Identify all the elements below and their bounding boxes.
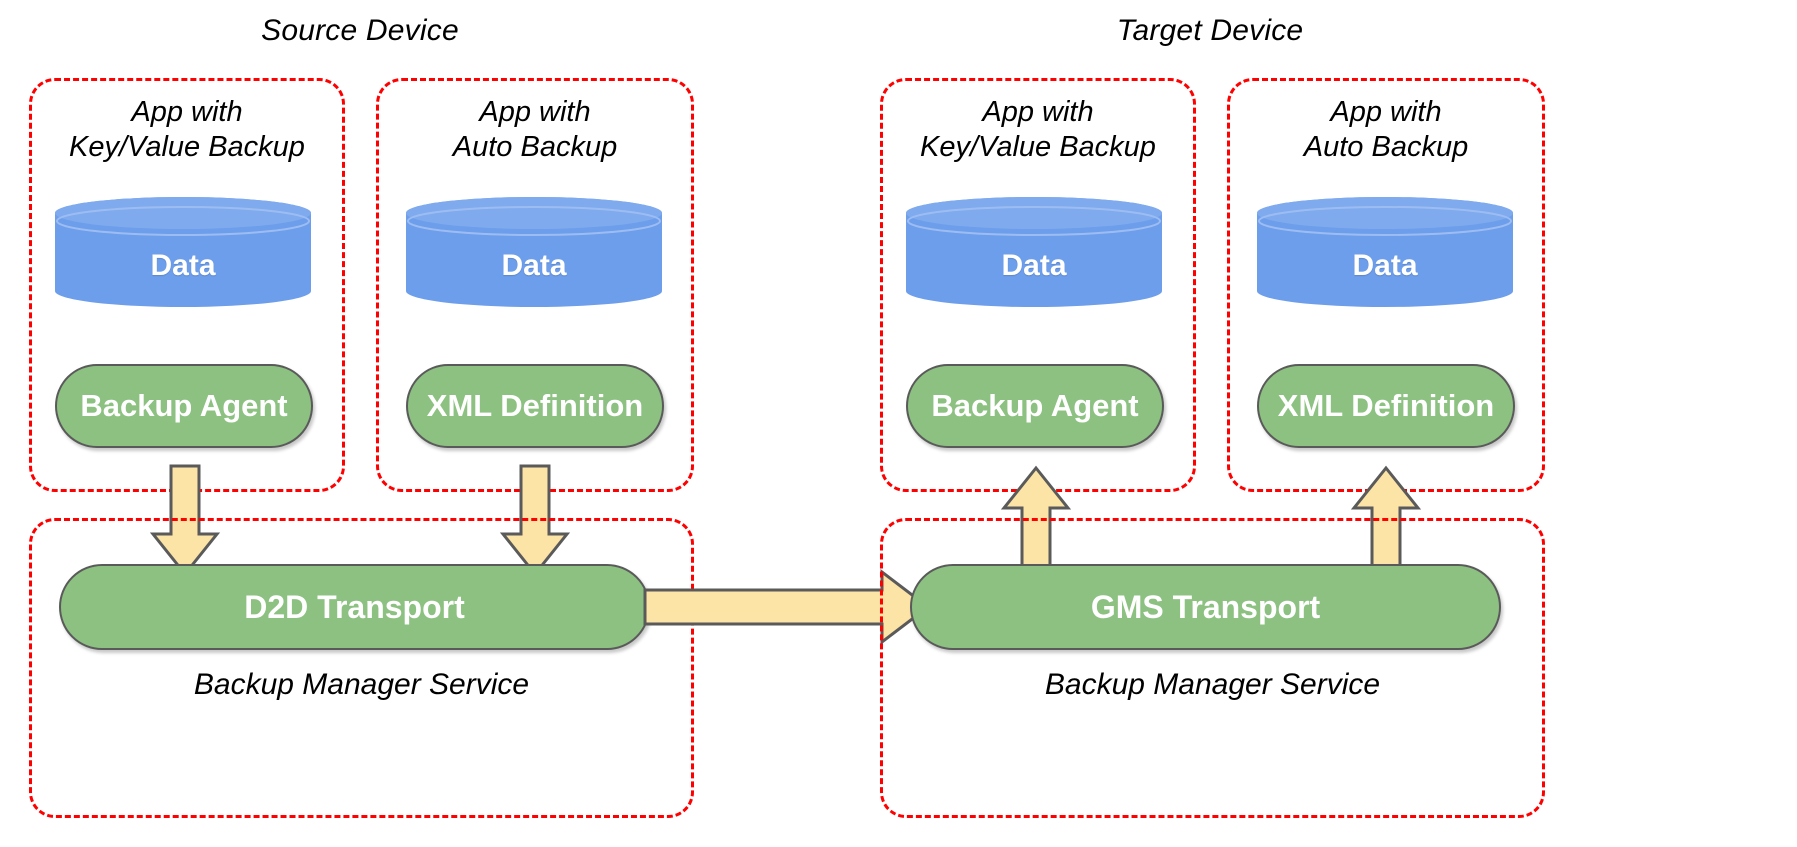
source-service-container: [29, 518, 694, 818]
source-app-2-data-cylinder: Data: [406, 197, 662, 307]
source-app-1-data-label: Data: [150, 249, 216, 282]
target-device-title: Target Device: [1116, 14, 1304, 47]
target-app-1-title-line2: Key/Value Backup: [920, 131, 1156, 163]
source-app-2-title-line2: Auto Backup: [452, 131, 618, 163]
target-app-2-title: App with Auto Backup: [1227, 95, 1545, 165]
target-service-caption: Backup Manager Service: [1044, 668, 1381, 701]
target-app-2-title-line2: Auto Backup: [1303, 131, 1469, 163]
source-app-2-title-line1: App with: [479, 96, 591, 128]
source-app-1-title-line2: Key/Value Backup: [69, 131, 305, 163]
target-app-1-component-label: Backup Agent: [931, 388, 1139, 423]
target-app-1-data-cylinder: Data: [906, 197, 1162, 307]
gms-transport-pill[interactable]: GMS Transport: [910, 564, 1501, 650]
source-app-2-data-label: Data: [501, 249, 567, 282]
target-app-2-data-cylinder: Data: [1257, 197, 1513, 307]
source-app-1-component-backup-agent[interactable]: Backup Agent: [55, 364, 313, 448]
source-app-1-component-label: Backup Agent: [80, 388, 288, 423]
target-app-2-component-xml-definition[interactable]: XML Definition: [1257, 364, 1515, 448]
d2d-transport-label: D2D Transport: [244, 588, 465, 625]
target-app-1-title-line1: App with: [982, 96, 1094, 128]
source-app-1-data-cylinder: Data: [55, 197, 311, 307]
source-app-2-title: App with Auto Backup: [376, 95, 694, 165]
source-app-2-component-xml-definition[interactable]: XML Definition: [406, 364, 664, 448]
source-app-1-title: App with Key/Value Backup: [29, 95, 345, 165]
target-app-1-title: App with Key/Value Backup: [880, 95, 1196, 165]
target-app-1-data-label: Data: [1001, 249, 1067, 282]
source-app-1-title-line1: App with: [131, 96, 243, 128]
source-device-title: Source Device: [261, 14, 459, 47]
source-service-caption: Backup Manager Service: [193, 668, 530, 701]
target-app-2-component-label: XML Definition: [1277, 388, 1495, 423]
gms-transport-label: GMS Transport: [1090, 588, 1321, 625]
target-service-container: [880, 518, 1545, 818]
target-app-2-title-line1: App with: [1330, 96, 1442, 128]
d2d-transport-pill[interactable]: D2D Transport: [59, 564, 650, 650]
target-app-2-data-label: Data: [1352, 249, 1418, 282]
source-app-2-component-label: XML Definition: [426, 388, 644, 423]
target-app-1-component-backup-agent[interactable]: Backup Agent: [906, 364, 1164, 448]
